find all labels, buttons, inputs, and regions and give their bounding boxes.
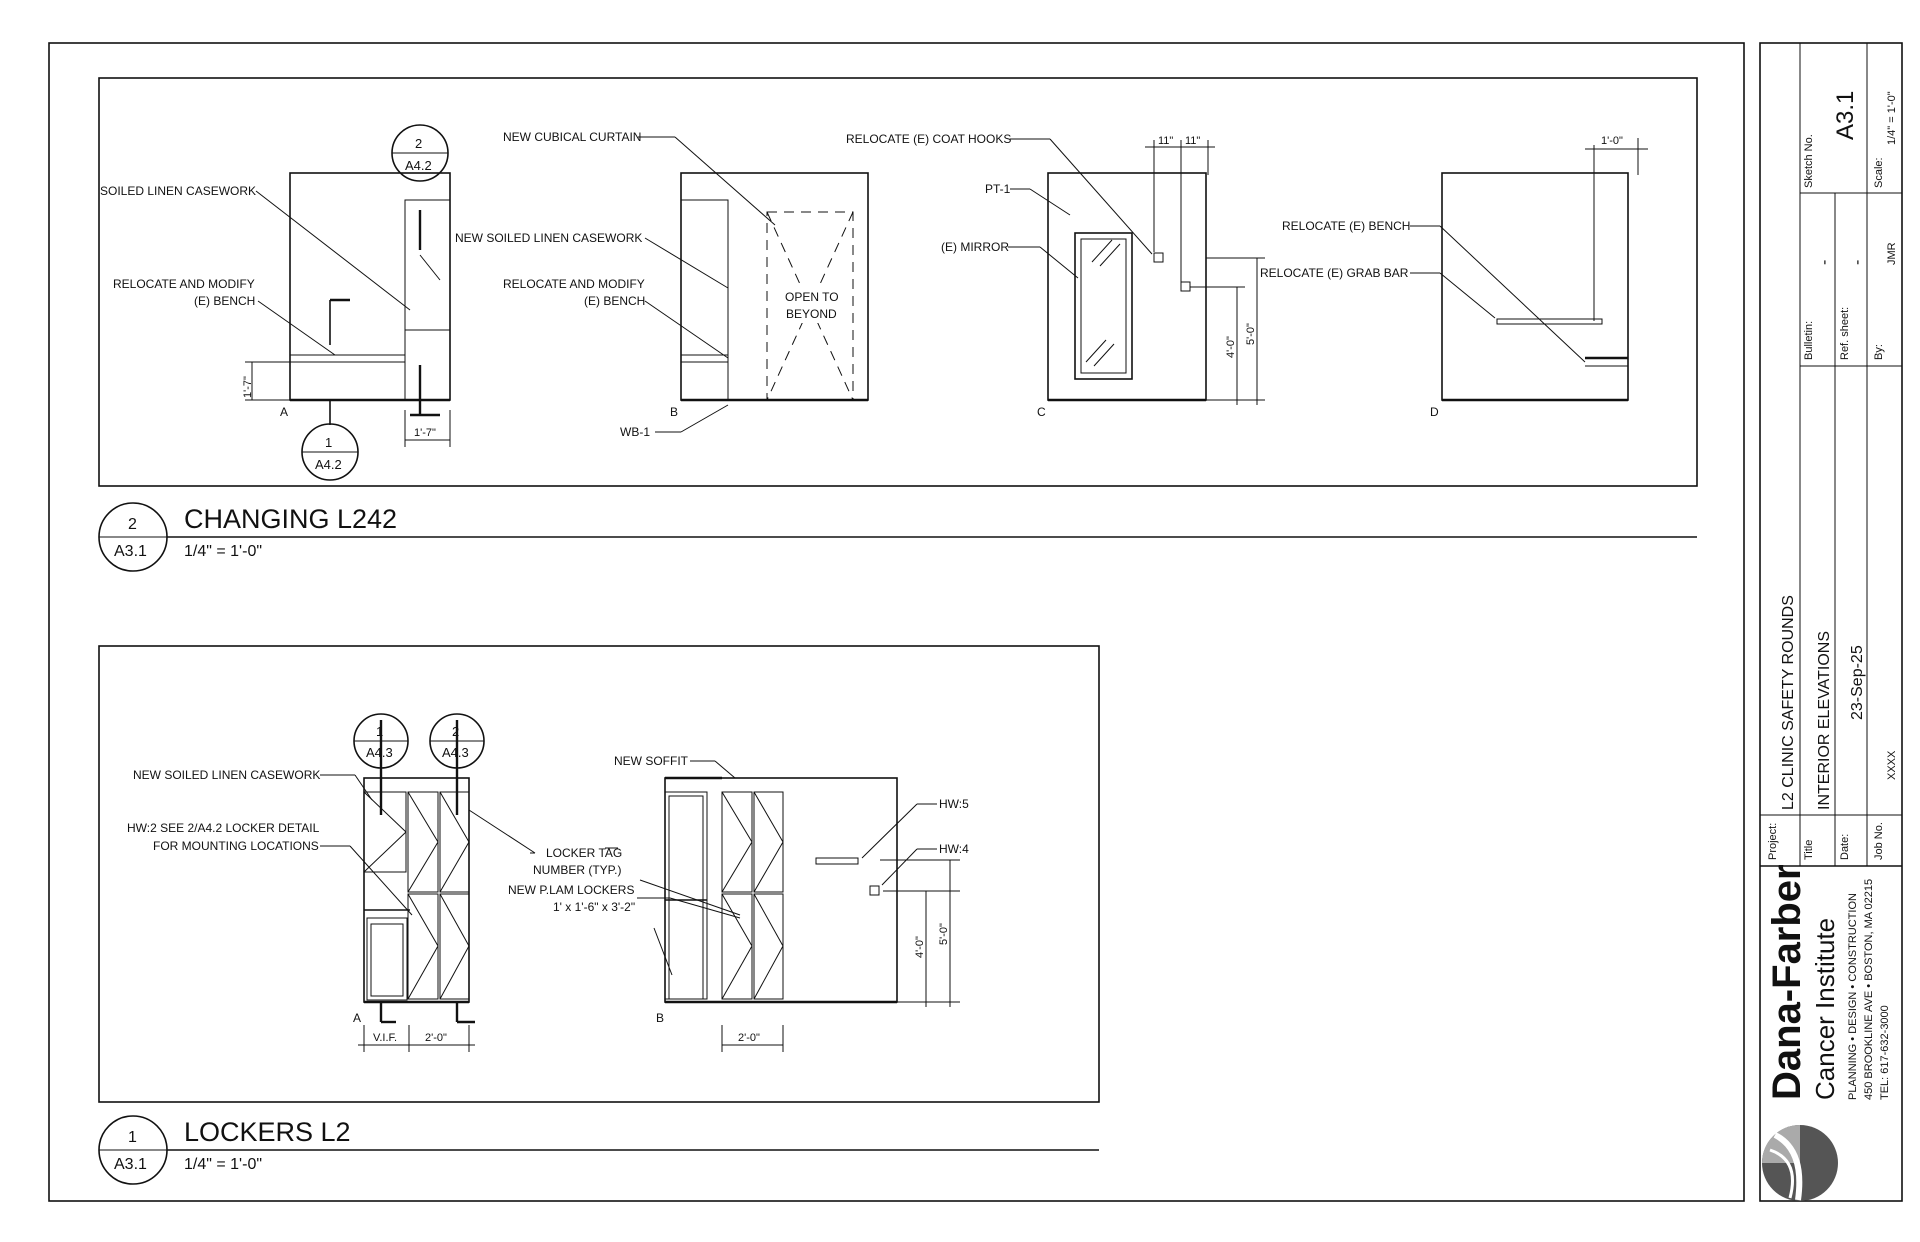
label-e-bench-a: (E) BENCH <box>194 294 255 308</box>
label-locker-tag-1: LOCKER TAG <box>546 846 622 860</box>
dim-1-0-d: 1'-0" <box>1601 135 1623 147</box>
title-changing-text: CHANGING L242 <box>184 504 397 534</box>
elevation-changing: 1'-7" 1'-7" A 2 A4.2 1 A4.2 SOILED LINEN… <box>98 77 1698 572</box>
label-e-bench-b: (E) BENCH <box>584 294 645 308</box>
label-beyond: BEYOND <box>786 307 837 321</box>
tb-org-sub: Cancer Institute <box>1810 918 1840 1100</box>
label-new-soiled-linen-lockers: NEW SOILED LINEN CASEWORK <box>133 768 320 782</box>
locker-section-2-num: 2 <box>452 724 459 739</box>
tb-project-label: Project: <box>1767 823 1779 860</box>
label-hw2-line1: HW:2 SEE 2/A4.2 LOCKER DETAIL <box>127 821 320 835</box>
dim-5-0-lockers: 5'-0" <box>938 923 950 945</box>
label-mirror: (E) MIRROR <box>941 240 1009 254</box>
label-hw5: HW:5 <box>939 797 969 811</box>
title-bubble-num-lockers: 1 <box>128 1129 137 1146</box>
view-d-changing: 1'-0" D RELOCATE (E) BENCH RELOCATE (E) … <box>1260 135 1648 419</box>
dim-11-a: 11" <box>1158 135 1173 147</box>
label-new-soffit: NEW SOFFIT <box>614 754 689 768</box>
title-bubble-num-changing: 2 <box>128 516 137 533</box>
section-bubble-bottom-sheet: A4.2 <box>315 457 342 472</box>
tb-by: JMR <box>1886 242 1898 265</box>
section-bubble-bottom-num: 1 <box>325 435 332 450</box>
tb-by-label: By: <box>1873 344 1885 360</box>
sheet-border <box>48 42 1745 1202</box>
label-relocate-bench: RELOCATE (E) BENCH <box>1282 219 1410 233</box>
tb-org-line1: PLANNING • DESIGN • CONSTRUCTION <box>1847 893 1859 1100</box>
section-bubble-top-sheet: A4.2 <box>405 158 432 173</box>
title-block-border <box>1759 42 1903 1202</box>
tb-ref: - <box>1849 260 1866 265</box>
label-new-cubical-curtain: NEW CUBICAL CURTAIN <box>503 130 641 144</box>
tb-sketch: A3.1 <box>1832 91 1859 140</box>
dim-2-0-b: 2'-0" <box>738 1032 760 1044</box>
tb-title-label: Title <box>1803 840 1815 860</box>
view-letter-a-lockers: A <box>353 1011 361 1025</box>
label-plam-2: 1' x 1'-6" x 3'-2" <box>553 900 635 914</box>
lockers-frame <box>98 645 1100 1103</box>
view-letter-a: A <box>280 405 288 419</box>
label-relocate-modify-b: RELOCATE AND MODIFY <box>503 277 645 291</box>
tb-project: L2 CLINIC SAFETY ROUNDS <box>1780 595 1797 810</box>
view-a-changing: 1'-7" 1'-7" A 2 A4.2 1 A4.2 SOILED LINEN… <box>100 124 451 481</box>
view-b-changing: OPEN TO BEYOND B NEW CUBICAL CURTAIN NEW… <box>455 130 869 439</box>
view-letter-d: D <box>1430 405 1439 419</box>
scale-changing: 1/4" = 1'-0" <box>184 543 262 560</box>
title-changing: 2 A3.1 CHANGING L242 1/4" = 1'-0" <box>98 502 1697 572</box>
dim-2-0-a: 2'-0" <box>425 1032 447 1044</box>
tb-scale: 1/4" = 1'-0" <box>1886 91 1898 145</box>
view-b-lockers: 2'-0" 4'-0" 5'-0" B NEW SOFFIT LOCKER TA… <box>508 754 969 1052</box>
title-block: Project: L2 CLINIC SAFETY ROUNDS Title I… <box>1760 43 1902 1201</box>
tb-bulletin: - <box>1816 260 1833 265</box>
tb-job-label: Job No. <box>1873 822 1885 860</box>
dim-4-0-lockers: 4'-0" <box>914 936 926 958</box>
view-letter-b: B <box>670 405 678 419</box>
tb-org-line3: TEL: 617-632-3000 <box>1879 1005 1891 1100</box>
tb-date-label: Date: <box>1839 834 1851 860</box>
tb-org-line2: 450 BROOKLINE AVE • BOSTON, MA 02215 <box>1863 879 1875 1100</box>
tb-job: XXXX <box>1886 750 1898 780</box>
label-locker-tag-2: NUMBER (TYP.) <box>533 863 621 877</box>
tb-scale-label: Scale: <box>1873 157 1885 188</box>
label-open-to: OPEN TO <box>785 290 839 304</box>
label-new-soiled-linen-b: NEW SOILED LINEN CASEWORK <box>455 231 642 245</box>
locker-section-1-sheet: A4.3 <box>366 745 393 760</box>
dim-vif: V.I.F. <box>373 1032 397 1044</box>
dim-5-0-c: 5'-0" <box>1245 323 1257 345</box>
view-letter-c: C <box>1037 405 1046 419</box>
label-coat-hooks: RELOCATE (E) COAT HOOKS <box>846 132 1011 146</box>
title-bubble-sheet-changing: A3.1 <box>114 543 147 560</box>
dim-4-0-c: 4'-0" <box>1225 336 1237 358</box>
locker-section-2-sheet: A4.3 <box>442 745 469 760</box>
dim-11-b: 11" <box>1185 135 1200 147</box>
tb-title: INTERIOR ELEVATIONS <box>1816 631 1833 810</box>
tb-ref-label: Ref. sheet: <box>1839 307 1851 360</box>
tb-org-name: Dana-Farber <box>1765 864 1809 1100</box>
title-lockers: 1 A3.1 LOCKERS L2 1/4" = 1'-0" <box>98 1115 1099 1185</box>
view-letter-b-lockers: B <box>656 1011 664 1025</box>
dim-1-7-vertical: 1'-7" <box>242 376 254 398</box>
label-hw4: HW:4 <box>939 842 969 856</box>
tb-bulletin-label: Bulletin: <box>1803 321 1815 360</box>
label-soiled-linen: SOILED LINEN CASEWORK <box>100 184 256 198</box>
label-wb1: WB-1 <box>620 425 650 439</box>
label-relocate-modify-a: RELOCATE AND MODIFY <box>113 277 255 291</box>
tb-date: 23-Sep-25 <box>1849 645 1866 720</box>
label-relocate-grab-bar: RELOCATE (E) GRAB BAR <box>1260 266 1409 280</box>
changing-frame <box>98 77 1698 487</box>
elevation-lockers: V.I.F. 2'-0" A 1 A4.3 2 A4.3 NEW SOILED … <box>98 645 1100 1185</box>
label-hw2-line2: FOR MOUNTING LOCATIONS <box>153 839 319 853</box>
title-lockers-text: LOCKERS L2 <box>184 1117 351 1147</box>
title-bubble-sheet-lockers: A3.1 <box>114 1156 147 1173</box>
view-a-lockers: V.I.F. 2'-0" A 1 A4.3 2 A4.3 NEW SOILED … <box>127 713 536 1052</box>
label-pt1: PT-1 <box>985 182 1011 196</box>
scale-lockers: 1/4" = 1'-0" <box>184 1156 262 1173</box>
dim-1-7-horizontal: 1'-7" <box>414 427 436 439</box>
locker-section-1-num: 1 <box>376 724 383 739</box>
dana-farber-logo-icon <box>1762 1125 1838 1201</box>
section-bubble-top-num: 2 <box>415 136 422 151</box>
tb-sketch-label: Sketch No. <box>1803 134 1815 188</box>
view-c-changing: 11" 11" 4'-0" 5'-0" C RELOCATE (E) COAT … <box>846 132 1265 419</box>
label-plam-1: NEW P.LAM LOCKERS <box>508 883 634 897</box>
